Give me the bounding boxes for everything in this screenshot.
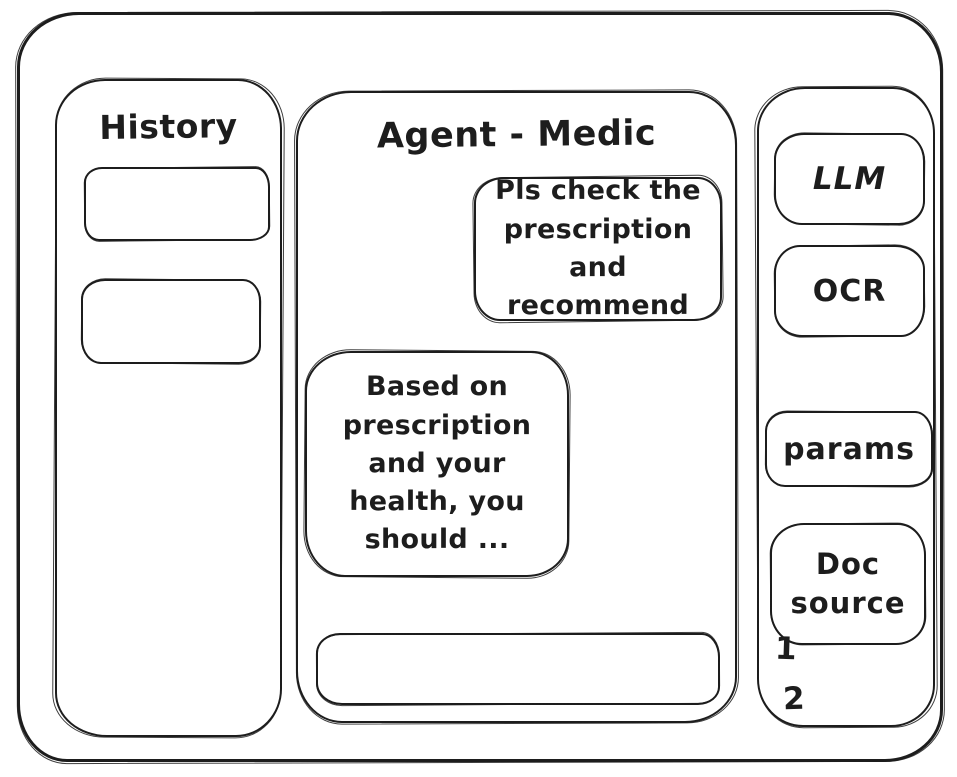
message-input-box[interactable] xyxy=(316,633,720,705)
history-panel-title: History xyxy=(99,106,238,147)
doc-source-item-2[interactable]: 2 xyxy=(782,680,806,718)
llm-button[interactable]: LLM xyxy=(774,133,925,225)
chat-panel: Agent - Medic Pls check the prescription… xyxy=(296,91,737,723)
message-input[interactable] xyxy=(332,639,708,699)
history-panel: History xyxy=(55,79,282,737)
agent-message-bubble: Based on prescription and your health, y… xyxy=(305,351,569,577)
params-button[interactable]: params xyxy=(765,411,933,487)
doc-source-item-1[interactable]: 1 xyxy=(774,630,798,668)
doc-source-button[interactable]: Doc source xyxy=(770,523,926,645)
ocr-button[interactable]: OCR xyxy=(774,245,925,337)
history-item[interactable] xyxy=(81,279,261,364)
history-item[interactable] xyxy=(84,167,270,241)
llm-button-label: LLM xyxy=(812,161,887,197)
user-message-bubble: Pls check the prescription and recommend xyxy=(474,175,722,321)
agent-message-text: Based on prescription and your health, y… xyxy=(342,371,532,556)
ocr-button-label: OCR xyxy=(812,273,887,309)
params-button-label: params xyxy=(783,431,915,467)
doc-source-button-label: Doc source xyxy=(790,546,906,620)
tools-panel: LLM OCR params Doc source 1 2 xyxy=(757,87,935,727)
chat-panel-title: Agent - Medic xyxy=(376,113,657,157)
app-frame: History Agent - Medic Pls check the pres… xyxy=(17,12,943,762)
user-message-text: Pls check the prescription and recommend xyxy=(495,175,701,322)
